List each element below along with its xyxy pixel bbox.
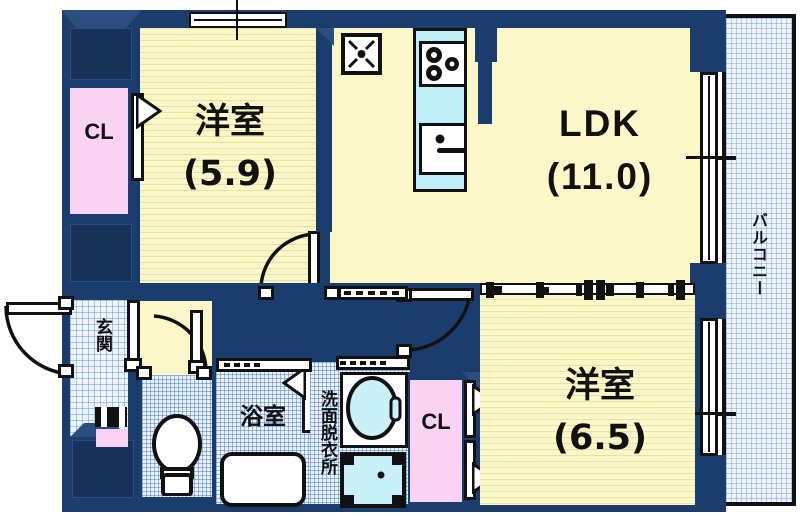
washer-pan-icon	[344, 456, 402, 504]
sliding-door-ldk-marker	[686, 156, 732, 159]
bathtub-fixture[interactable]	[220, 452, 306, 507]
toilet-fixture-icon[interactable]	[146, 412, 208, 496]
balcony-wall-stub-bot	[690, 455, 726, 512]
shoebox-inner-2	[119, 407, 125, 427]
partition-ldk-washitsu-marks-icon	[486, 280, 685, 300]
entrance-door-hinge-bottom	[58, 364, 74, 378]
interior-wall-washitsu-ldk	[316, 28, 332, 232]
toilet-door-jamb-left	[136, 366, 152, 380]
balcony-wall-stub-top	[690, 10, 726, 72]
door-washitsu-6-5-swing-icon	[407, 293, 472, 352]
door-washitsu-6-5-jamb-bottom	[396, 344, 412, 358]
bath-door-arrow-icon	[282, 366, 306, 400]
room-label-washitsu-5-9-area: (5.9)	[183, 154, 277, 194]
partition-hall-ldk-dots-icon	[344, 291, 399, 295]
closet-cl-top-label: CL	[84, 119, 114, 144]
closet-recess-top-lower	[70, 224, 132, 282]
room-floor-ldk	[330, 28, 713, 283]
sliding-door-ldk-sash	[708, 76, 710, 260]
entrance-door-hinge-top	[58, 296, 74, 310]
sink-faucet-icon-2	[435, 134, 467, 153]
closet-cl-top[interactable]: CL	[70, 88, 128, 214]
balcony-divider-mark-bottom	[716, 412, 736, 416]
genkan-mat	[96, 429, 128, 447]
shoebox-inner	[101, 407, 107, 427]
balcony-divider-mark-top	[716, 156, 736, 160]
room-label-ldk-name: LDK	[558, 103, 642, 144]
room-label-ldk-area: (11.0)	[546, 156, 654, 197]
room-floor-washitsu-5-9	[140, 28, 316, 283]
room-label-washitsu-6-5-area: (6.5)	[553, 418, 647, 458]
washroom-entry-dots-icon	[224, 363, 260, 367]
shoe-closet-recess	[72, 440, 134, 498]
door-washitsu-5-9-swing-icon	[259, 232, 317, 287]
closet-cl-bottom[interactable]: CL	[410, 380, 462, 502]
sliding-door-washitsu-6-5-sash	[708, 322, 710, 452]
yokushitsu-label: 浴室	[240, 404, 286, 430]
partition-hall-ldk-jamb-2	[258, 286, 274, 300]
closet-cl-bottom-label: CL	[421, 409, 451, 434]
washroom-entry-door[interactable]	[216, 358, 312, 372]
washbasin-icon[interactable]	[342, 374, 406, 446]
balcony-label: バルコニー	[749, 212, 768, 297]
wall-bevel-topleft	[62, 10, 142, 28]
balcony-floor	[726, 18, 792, 502]
room-label-washitsu-5-9-name: 洋室	[194, 102, 265, 142]
washbasin-mirror-dots-icon	[340, 361, 386, 365]
wall-corner-gusset-top	[316, 28, 334, 46]
genkan-label: 玄関	[92, 318, 112, 352]
kitchen-wall-b	[478, 28, 492, 124]
toilet-door-jamb-right	[196, 366, 212, 380]
closet-door-top-arrow-icon	[136, 93, 162, 129]
sliding-door-washitsu-6-5-marker	[686, 412, 732, 415]
entrance-door-swing-icon	[4, 305, 71, 376]
balcony-wall-stub-mid	[690, 263, 726, 319]
door-washitsu-6-5-leaf[interactable]	[404, 288, 474, 301]
door-washitsu-5-9-leaf[interactable]	[308, 231, 320, 287]
senmen-label: 洗面脱衣所	[317, 389, 337, 475]
room-label-washitsu-6-5-name: 洋室	[564, 366, 635, 406]
stove-burners-icon-2	[426, 47, 459, 81]
room-floor-washitsu-6-5	[480, 293, 695, 505]
closet-recess-top-upper	[70, 28, 132, 80]
window-washitsu-5-9-sash	[194, 19, 282, 21]
ceiling-vent-icon-2	[347, 39, 376, 69]
partition-hall-ldk-jamb	[324, 286, 340, 300]
hall-door-leaf[interactable]	[127, 300, 140, 364]
window-washitsu-5-9-centerline	[236, 0, 238, 40]
